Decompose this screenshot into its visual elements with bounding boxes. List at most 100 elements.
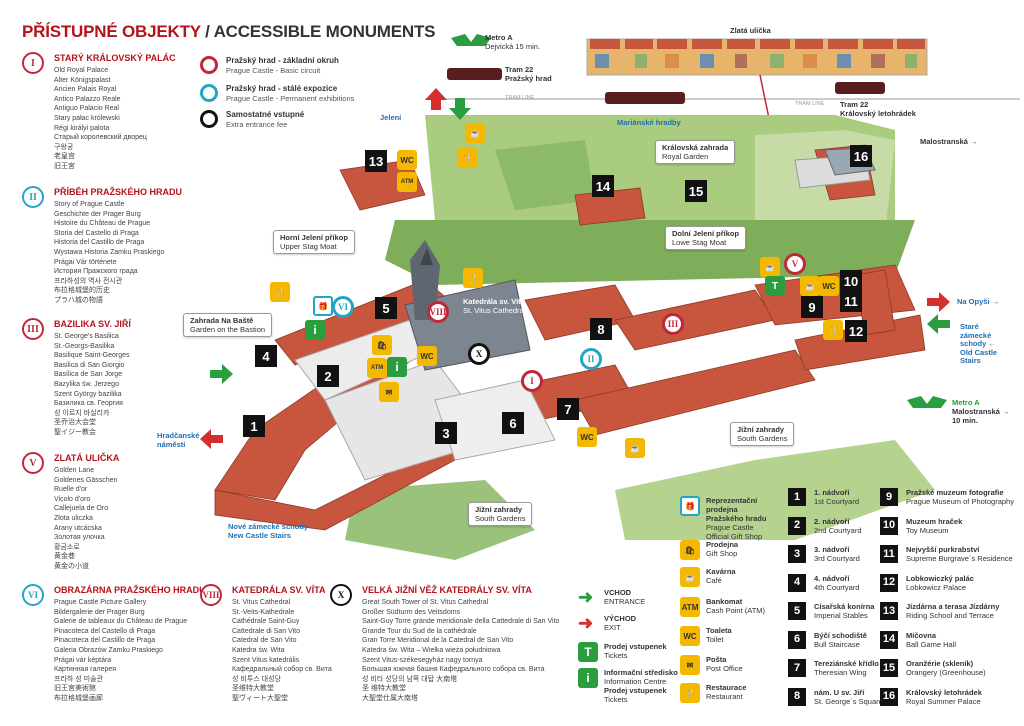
place-number: 7 xyxy=(788,659,806,677)
place-name-en: Theresian Wing xyxy=(814,668,867,677)
circuit-title: Samostatné vstupné xyxy=(226,110,305,119)
monument-badge: I xyxy=(22,52,44,74)
monument-name: Basílica de San Jorge xyxy=(54,371,123,379)
map-marker-13[interactable]: 13 xyxy=(365,150,387,172)
place-number: 9 xyxy=(880,488,898,506)
place-name: Nejvyšší purkrabství xyxy=(906,545,980,554)
map-restaurant-icon-2: 🍴 xyxy=(270,282,290,302)
service-cafe-icon: ☕ xyxy=(680,567,700,587)
service-name-en: Prague Castle xyxy=(706,523,754,532)
monument-badge: II xyxy=(22,186,44,208)
place-number: 10 xyxy=(880,516,898,535)
map-marker-12[interactable]: 12 xyxy=(845,320,867,342)
map-marker-6[interactable]: 6 xyxy=(502,412,524,434)
map-circle-X[interactable]: X xyxy=(468,343,490,365)
na-opysi-link[interactable]: Na Opyši → xyxy=(957,297,1000,306)
map-marker-9[interactable]: 9 xyxy=(801,296,823,318)
map-marker-3[interactable]: 3 xyxy=(435,422,457,444)
map-circle-VIII[interactable]: VIII xyxy=(427,301,449,323)
monument-name: Galeria Obrazów Zamku Praskiego xyxy=(54,646,163,654)
entrance-name-en: Tickets xyxy=(604,695,628,704)
service-name-en: Cash Point (ATM) xyxy=(706,606,766,615)
monument-badge: III xyxy=(22,318,44,340)
entrance-name: VÝCHOD xyxy=(604,614,637,623)
circuit-title: Pražský hrad - stálé expozice xyxy=(226,84,338,93)
monument-name: Story of Prague Castle xyxy=(54,201,125,208)
monument-name: 老皇宫 xyxy=(54,153,75,161)
service-name: Kavárna xyxy=(706,567,736,576)
map-post-icon: ✉ xyxy=(379,382,399,402)
place-number: 14 xyxy=(880,630,898,649)
entrance-name: Informační středisko xyxy=(604,668,678,677)
service-name: Pošta xyxy=(706,655,727,664)
monument-name: 聖イジー教会 xyxy=(54,428,96,436)
malostranska-link[interactable]: Malostranská → xyxy=(920,137,978,146)
map-marker-4[interactable]: 4 xyxy=(255,345,277,367)
monument-name: 布拉格城堡画廊 xyxy=(54,694,103,702)
place-name: 1. nádvoří xyxy=(814,488,850,497)
service-name-en: Restaurant xyxy=(706,692,743,701)
map-cafe-icon-3: ☕ xyxy=(760,257,780,277)
place-name: Muzeum hraček xyxy=(906,516,963,526)
monument-name: 프라하성의 역사 전시관 xyxy=(54,277,123,285)
map-marker-7[interactable]: 7 xyxy=(557,398,579,420)
monument-name: Galerie de tableaux du Château de Prague xyxy=(54,618,188,626)
page-title: PŘÍSTUPNÉ OBJEKTY / ACCESSIBLE MONUMENTS xyxy=(22,22,436,41)
entrance-name-en: EXIT xyxy=(604,623,621,632)
entrance-name: Prodej vstupenek xyxy=(604,686,667,695)
map-marker-1[interactable]: 1 xyxy=(243,415,265,437)
place-name-en: 2nd Courtyard xyxy=(814,525,862,535)
monument-name: Szent György bazilika xyxy=(54,390,122,398)
map-circle-V[interactable]: V xyxy=(784,253,806,275)
monument-name: プラハ城の物語 xyxy=(54,296,103,304)
monument-name: Saint-Guy Torre grande meridionale della… xyxy=(362,618,560,626)
map-circle-I[interactable]: I xyxy=(521,370,543,392)
info-icon: i xyxy=(578,668,598,688)
map-marker-15[interactable]: 15 xyxy=(685,180,707,202)
map-gift-icon: 🎁 xyxy=(313,296,333,316)
map-circle-II[interactable]: II xyxy=(580,348,602,370)
map-marker-16[interactable]: 16 xyxy=(850,145,872,167)
map-marker-5[interactable]: 5 xyxy=(375,297,397,319)
place-text: Oranžérie (skleník)Orangery (Greenhouse) xyxy=(906,659,986,677)
map-circle-III[interactable]: III xyxy=(662,313,684,335)
place-number: 4 xyxy=(788,573,806,592)
map-marker-10[interactable]: 10 xyxy=(840,270,862,292)
monument-name: 黄金巷 xyxy=(54,553,75,561)
service-name-en: Gift Shop xyxy=(706,549,738,558)
map-marker-11[interactable]: 11 xyxy=(840,290,862,312)
monument-name: Базилика св. Георгия xyxy=(54,400,123,408)
service-name: Pražského hradu xyxy=(706,514,767,523)
map-circle-VI[interactable]: VI xyxy=(332,296,354,318)
place-name: 3. nádvoří xyxy=(814,545,850,554)
map-marker-14[interactable]: 14 xyxy=(592,175,614,197)
map-marker-2[interactable]: 2 xyxy=(317,365,339,387)
ticket-icon: T xyxy=(578,642,598,662)
place-name: Císařská konírna xyxy=(814,602,875,611)
monument-name: Callejuela de Oro xyxy=(54,505,109,513)
map-restaurant-icon-4: 🍴 xyxy=(823,320,843,340)
map-atm-icon: ATM xyxy=(397,172,417,192)
monument-name: Katedra św. Wita xyxy=(232,646,285,654)
circuit-subtitle: Prague Castle - Basic circuit xyxy=(226,66,321,75)
monument-name: Golden Lane xyxy=(54,467,95,474)
map-marker-8[interactable]: 8 xyxy=(590,318,612,340)
